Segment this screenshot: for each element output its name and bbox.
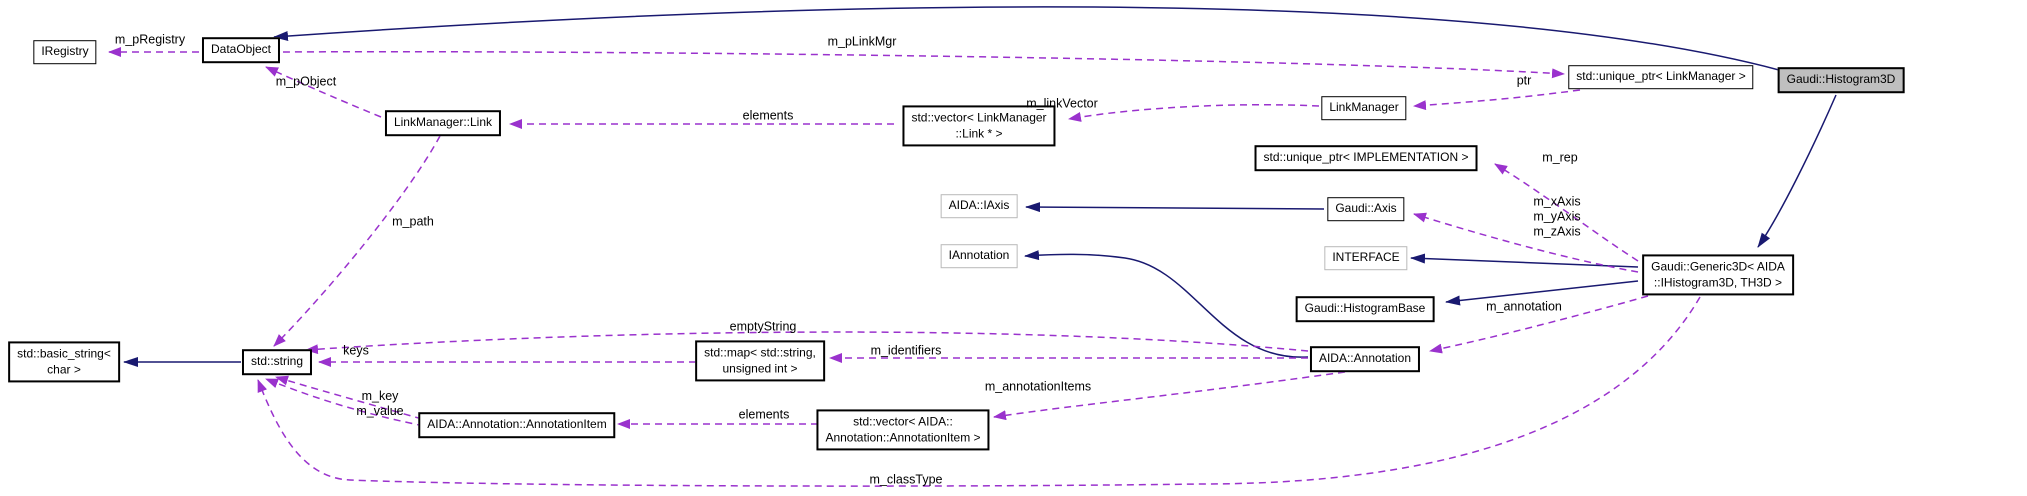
edge-m-key bbox=[275, 375, 423, 420]
node-std-string[interactable]: std::string bbox=[241, 349, 313, 375]
edge-label-elements-bottom: elements bbox=[738, 407, 790, 422]
edge-axis-iaxis bbox=[1025, 202, 1325, 213]
node-linkmanager-link[interactable]: LinkManager::Link bbox=[384, 110, 502, 136]
node-unique-ptr-linkmanager[interactable]: std::unique_ptr< LinkManager > bbox=[1568, 65, 1754, 89]
node-annotationitem[interactable]: AIDA::Annotation::AnnotationItem bbox=[418, 412, 616, 438]
node-aida-annotation[interactable]: AIDA::Annotation bbox=[1309, 346, 1421, 372]
edge-label-emptystring: emptyString bbox=[729, 319, 797, 334]
edge-label-m-annotation: m_annotation bbox=[1486, 299, 1562, 314]
edge-label-m-rep: m_rep bbox=[1542, 150, 1578, 165]
edge-generic3d-interface bbox=[1410, 253, 1639, 268]
node-iannotation: IAnnotation bbox=[940, 244, 1018, 268]
edge-label-keys: keys bbox=[343, 343, 369, 358]
node-iregistry[interactable]: IRegistry bbox=[33, 40, 97, 64]
node-interface: INTERFACE bbox=[1324, 246, 1408, 270]
node-std-basic-string[interactable]: std::basic_string< char > bbox=[8, 341, 120, 383]
edge-label-m-identifiers: m_identifiers bbox=[870, 343, 942, 358]
node-unique-ptr-implementation[interactable]: std::unique_ptr< IMPLEMENTATION > bbox=[1254, 145, 1478, 171]
edge-label-elements-top: elements bbox=[742, 108, 794, 123]
edge-m-rep bbox=[1494, 163, 1639, 262]
edge-label-m-annotationitems: m_annotationItems bbox=[984, 379, 1092, 394]
edge-label-m-pregistry: m_pRegistry bbox=[114, 32, 186, 47]
edge-m-path bbox=[273, 135, 441, 347]
edge-label-m-classtype: m_classType bbox=[869, 472, 943, 487]
edge-m-pobject bbox=[265, 66, 382, 118]
node-std-map[interactable]: std::map< std::string, unsigned int > bbox=[695, 340, 825, 382]
edge-label-m-key-m-value: m_key m_value bbox=[356, 389, 404, 418]
edge-histogram3d-dataobject bbox=[273, 6, 1780, 71]
edge-label-m-axes: m_xAxis m_yAxis m_zAxis bbox=[1533, 194, 1581, 239]
edge-generic3d-histogrambase bbox=[1445, 280, 1639, 306]
edge-m-plinkmgr bbox=[282, 50, 1565, 79]
node-gaudi-histogram3d: Gaudi::Histogram3D bbox=[1777, 67, 1905, 93]
edge-m-axes bbox=[1413, 212, 1639, 273]
node-vector-annotationitem[interactable]: std::vector< AIDA:: Annotation::Annotati… bbox=[816, 409, 990, 451]
node-vector-linkmanager-link[interactable]: std::vector< LinkManager ::Link * > bbox=[902, 105, 1056, 147]
node-gaudi-histogrambase[interactable]: Gaudi::HistogramBase bbox=[1295, 296, 1435, 322]
edge-m-annotation bbox=[1429, 295, 1649, 354]
edge-label-m-linkvector: m_linkVector bbox=[1026, 96, 1098, 111]
edge-histogram3d-generic3d bbox=[1757, 94, 1837, 248]
edge-ptr bbox=[1413, 89, 1581, 111]
node-gaudi-generic3d[interactable]: Gaudi::Generic3D< AIDA ::IHistogram3D, T… bbox=[1642, 254, 1794, 296]
edge-label-ptr: ptr bbox=[1516, 73, 1532, 88]
edge-m-annotationitems bbox=[993, 371, 1346, 421]
edge-annotation-iannotation bbox=[1024, 250, 1309, 358]
edge-m-value bbox=[265, 378, 425, 427]
node-linkmanager[interactable]: LinkManager bbox=[1321, 96, 1407, 120]
edge-m-linkvector bbox=[1068, 104, 1320, 122]
node-dataobject[interactable]: DataObject bbox=[201, 37, 281, 63]
edge-label-m-plinkmgr: m_pLinkMgr bbox=[827, 34, 897, 49]
edge-m-classtype bbox=[257, 296, 1701, 487]
node-gaudi-axis[interactable]: Gaudi::Axis bbox=[1327, 197, 1405, 221]
node-aida-iaxis: AIDA::IAxis bbox=[940, 194, 1018, 218]
edge-emptystring bbox=[305, 331, 1309, 355]
edge-label-m-path: m_path bbox=[392, 214, 434, 229]
edge-label-m-pobject: m_pObject bbox=[275, 74, 337, 89]
